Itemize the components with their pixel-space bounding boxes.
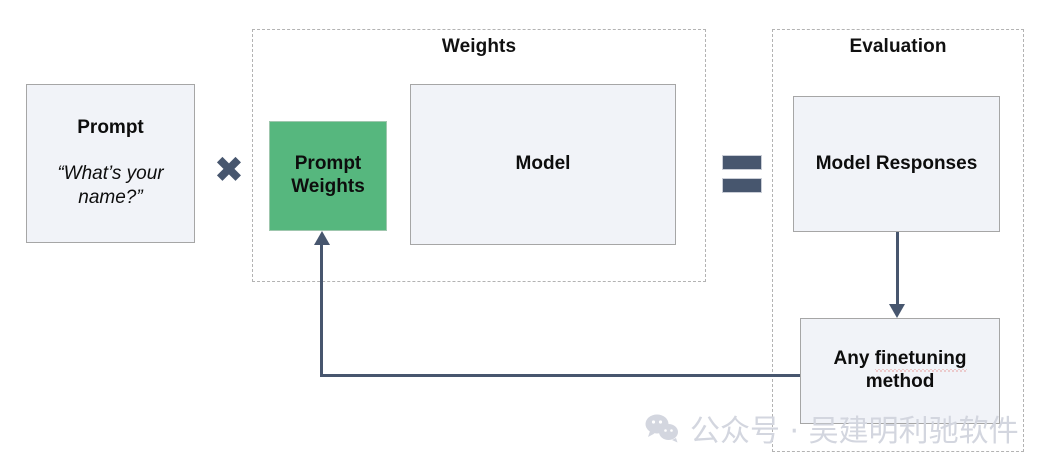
- node-model-title: Model: [515, 153, 571, 175]
- node-prompt[interactable]: Prompt “What’s your name?”: [26, 84, 195, 243]
- node-prompt-weights[interactable]: Prompt Weights: [269, 121, 387, 231]
- multiply-icon: ✖: [213, 149, 245, 190]
- node-model[interactable]: Model: [410, 84, 676, 245]
- node-model-responses-title: Model Responses: [815, 152, 978, 174]
- node-prompt-subtitle: “What’s your name?”: [57, 163, 164, 208]
- wechat-icon: [645, 414, 678, 443]
- node-finetuning-method[interactable]: Any finetuning method: [800, 318, 1000, 424]
- finetuning-misspelled-word: finetuning: [874, 348, 967, 372]
- group-frame-weights: [252, 29, 706, 282]
- finetuning-title-prefix: Any: [833, 348, 875, 370]
- group-title-weights: Weights: [441, 36, 517, 57]
- connector-responses-to-finetuning: [896, 232, 899, 306]
- equals-icon: [722, 155, 762, 193]
- node-finetuning-method-title: Any finetuning method: [834, 348, 967, 394]
- equals-bar-bottom: [722, 178, 762, 193]
- group-frame-evaluation: [772, 29, 1024, 452]
- connector-feedback-horizontal: [320, 374, 800, 377]
- node-prompt-weights-title: Prompt Weights: [291, 153, 365, 197]
- node-model-responses[interactable]: Model Responses: [793, 96, 1000, 232]
- connector-feedback-vertical: [320, 244, 323, 377]
- arrowhead-feedback-to-prompt-weights: [314, 231, 330, 245]
- arrowhead-responses-to-finetuning: [889, 304, 905, 318]
- finetuning-title-suffix: method: [865, 371, 935, 392]
- group-title-evaluation: Evaluation: [849, 36, 947, 57]
- node-prompt-title: Prompt: [77, 117, 144, 139]
- equals-bar-top: [722, 155, 762, 170]
